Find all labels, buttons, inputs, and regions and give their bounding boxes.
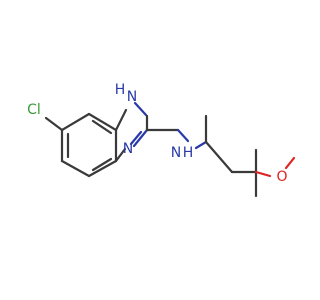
molecule-structure-diagram: Cl H N N N H O [27,82,296,198]
double-bond-inner [129,130,143,146]
methylene-linker [145,128,190,143]
amine-nitrogen-label: N [171,145,181,161]
bond [133,101,148,117]
bond [176,128,190,143]
bond [194,140,208,150]
imidazole-n-label: N [123,141,133,157]
chlorine-label: Cl [27,102,41,118]
amine-hydrogen-label: H [183,145,194,161]
benzene-ring [60,112,118,178]
bond-to-chlorine [44,116,64,132]
methoxy-bond [284,156,296,170]
bond-to-oxygen [254,170,272,178]
double-bond-inner [91,157,113,172]
imidazole-nh-nitrogen-label: N [127,89,137,105]
bond [114,147,127,163]
bond [132,128,149,148]
bond [114,108,128,132]
bond [60,159,91,178]
imidazole-nh-hydrogen-label: H [115,82,126,98]
chlorine-substituent: Cl [27,102,64,132]
oxygen-label: O [276,169,287,185]
imidazole-ring [114,101,149,163]
bond [204,140,234,174]
bond [87,159,118,178]
double-bond-inner [91,119,113,135]
bond [87,112,118,132]
alkyl-chain [194,114,272,198]
bond [60,112,91,132]
